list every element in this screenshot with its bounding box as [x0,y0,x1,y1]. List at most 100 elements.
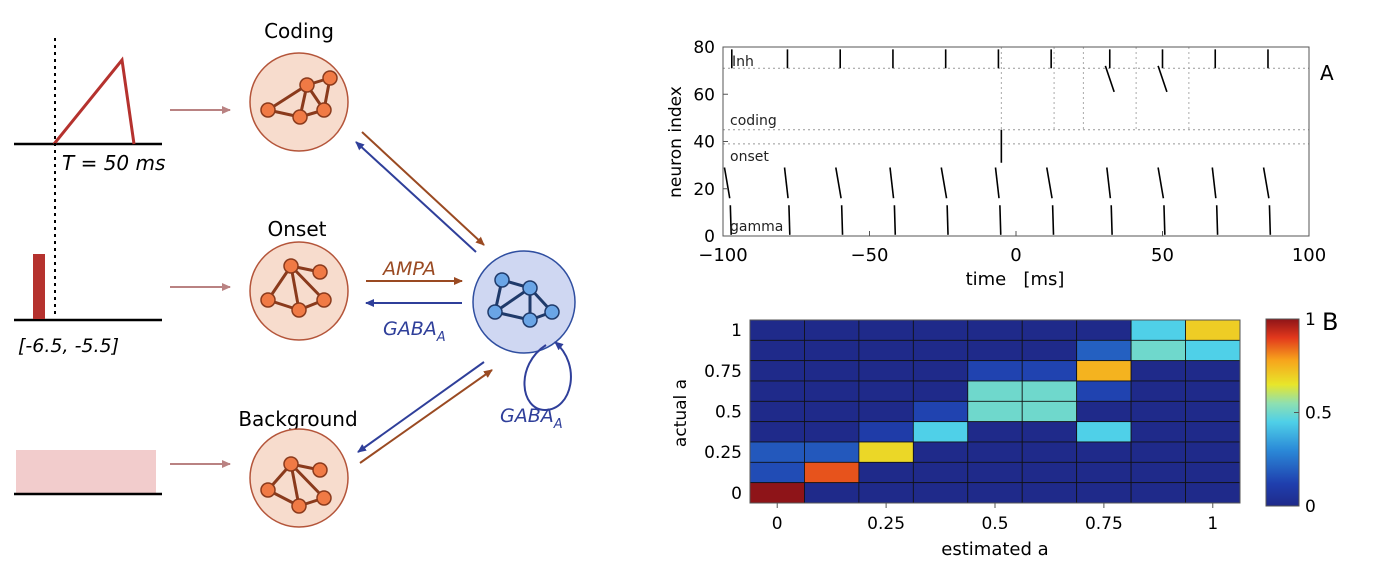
heatmap-cell [1076,461,1132,484]
heatmap-cell [858,339,914,362]
gamma-spike [994,167,1000,199]
heatmap-cell [967,339,1023,362]
arrow-inh-to-coding [355,141,477,253]
gamma-spike [1262,167,1270,199]
heatmap-cell [1021,441,1078,463]
gamma-spike [940,167,948,199]
heatmap-cell [1076,421,1132,443]
raster-ytick-label: 80 [693,38,715,58]
gamma-spike [1163,205,1166,235]
colorbar-tick-label: 1 [1305,310,1316,330]
heatmap-cell [1130,400,1186,423]
stimulus-pulse: [-6.5, -5.5] [14,254,162,357]
heatmap-cells [749,319,1241,504]
coding-label: Coding [264,19,334,43]
heatmap-cell [967,421,1023,443]
heatmap-cell [912,339,969,362]
heatmap-cell [858,319,914,341]
heatmap-cell [1185,461,1241,484]
heatmap-cell [1185,319,1241,341]
gamma-spike [999,205,1002,235]
heatmap-cell [1076,482,1132,504]
raster-xlabel: time [ms] [966,269,1065,290]
heatmap-cell [804,339,860,362]
heatmap-cell [912,380,969,402]
raster-ytick-label: 60 [693,85,715,105]
arrow-inh-to-background [357,361,485,453]
heatmap-cell [1076,380,1132,402]
coding-volley [1104,65,1115,93]
heatmap-cell [858,441,914,463]
heatmap-cell [804,441,860,463]
heatmap-cell [1185,360,1241,382]
heatmap-cell [967,319,1023,341]
heatmap-cell [858,421,914,443]
gamma-spike [840,205,844,235]
heatmap-cell [749,482,805,504]
onset-label: Onset [268,217,327,241]
heatmap-cell [1021,421,1078,443]
gamma-spike [946,205,949,235]
heatmap-cell [1185,339,1241,362]
gaba-label-self: GABAA [500,405,563,432]
raster-xtick-label: 100 [1292,245,1326,266]
heatmap-cell [967,400,1023,423]
heatmap-ytick-label: 1 [731,321,742,341]
gamma-spike [1211,167,1217,199]
colorbar-tick-label: 0 [1305,497,1316,517]
raster-axes-box [722,46,1310,237]
raster-ylabel: neuron index [666,86,686,198]
stimulus-ramp: T = 50 ms [14,56,165,175]
heatmap-cell [912,360,969,382]
heatmap-cell [1076,360,1132,382]
heatmap-cell [1076,400,1132,423]
heatmap-xlabel: estimated a [941,539,1048,560]
stimulus-background [14,450,162,496]
heatmap-cell [1130,360,1186,382]
svg-text:GABAA: GABAA [383,318,446,345]
heatmap-cell [1076,319,1132,341]
heatmap-cell [749,319,805,341]
panel-label-A: A [1320,61,1334,85]
heatmap-cell [967,380,1023,402]
panel-label-B: B [1322,308,1338,336]
T-label: T = 50 ms [62,151,165,175]
gamma-spike [893,205,897,235]
heatmap-cell [749,400,805,423]
network-diagram: T = 50 ms [-6.5, -5.5] Coding [14,19,576,528]
heatmap-cell [1130,441,1186,463]
gamma-spike [1157,167,1165,199]
heatmap-cell [749,461,805,484]
raster-xtick-label: −50 [851,245,889,266]
raster-xtick-label: 0 [1010,245,1021,266]
heatmap-cell [912,441,969,463]
heatmap-cell [1130,482,1186,504]
group-label-gamma: gamma [730,219,783,235]
gamma-spike [1051,205,1055,235]
heatmap-cell [1185,421,1241,443]
raster-xtick-label: −100 [698,245,747,266]
heatmap-cell [804,421,860,443]
heatmap-cell [1130,339,1186,362]
heatmap-ytick-label: 0.75 [704,362,742,382]
heatmap-cell [804,461,860,484]
heatmap-cell [1021,461,1078,484]
heatmap-xtick-label: 1 [1207,514,1218,534]
heatmap-cell [1185,400,1241,423]
gamma-spike [1268,205,1272,235]
heatmap-cell [858,360,914,382]
gamma-spike [835,167,842,199]
gamma-spike [1106,167,1112,199]
heatmap-cell [804,360,860,382]
heatmap-cell [912,319,969,341]
heatmap-ytick-label: 0 [731,484,742,504]
heatmap-cell [749,441,805,463]
heatmap-cell [804,400,860,423]
raster-ytick-label: 20 [693,180,715,200]
raster-marks [723,47,1309,235]
heatmap-cell [912,400,969,423]
background-population: Background [238,407,358,528]
